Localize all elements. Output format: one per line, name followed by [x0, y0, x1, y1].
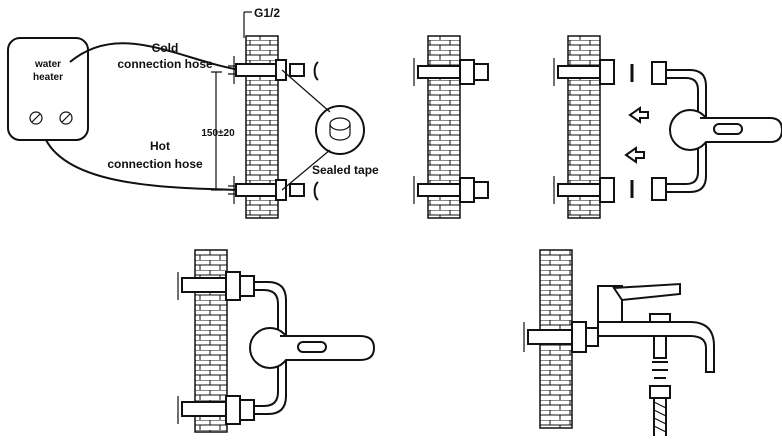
heater-valve-icon [59, 111, 73, 125]
hot-connection-hose [45, 139, 241, 191]
mixer-body [651, 61, 782, 201]
hot-label-2: connection hose [107, 157, 203, 171]
lower-fitting [553, 176, 615, 204]
cold-label-2: connection hose [117, 57, 213, 71]
upper-eccentric-fitting [413, 58, 489, 86]
sealed-tape-label: Sealed tape [312, 163, 379, 177]
heater-label-2: heater [33, 72, 63, 83]
heater-valve-icon [29, 111, 43, 125]
hot-label-1: Hot [150, 139, 170, 153]
bath-mixer [585, 282, 715, 379]
g-size-label: G1/2 [254, 6, 280, 20]
heater-label-1: water [34, 59, 61, 70]
hot-fitting [228, 176, 305, 204]
cold-fitting [228, 56, 305, 84]
upper-fitting [553, 58, 615, 86]
push-arrow-icon [624, 146, 645, 164]
water-heater: water heater [7, 37, 89, 141]
panel-1-connection: water heater G1/2 Cold connection hose H… [7, 6, 379, 219]
rotate-arrow-icon [313, 61, 319, 81]
panel-3-attach-mixer [553, 35, 782, 219]
panel-5-shower-mixer [523, 249, 715, 436]
cold-label-1: Cold [152, 41, 179, 55]
tape-roll-icon [329, 117, 351, 131]
panel-4-mounted-mixer [177, 249, 376, 433]
upper-fitting [177, 271, 241, 301]
lower-eccentric-fitting [413, 176, 489, 204]
panel-2-eccentric-fittings [413, 35, 489, 219]
dimension-label: 150±20 [201, 128, 235, 139]
threaded-hose-icon [649, 385, 671, 436]
sealed-tape-callout [315, 105, 365, 155]
cold-connection-hose [69, 42, 241, 71]
rotate-arrow-icon [313, 181, 319, 201]
push-arrow-icon [628, 106, 649, 124]
mixer-body [239, 275, 376, 421]
wall-fitting [523, 321, 587, 353]
